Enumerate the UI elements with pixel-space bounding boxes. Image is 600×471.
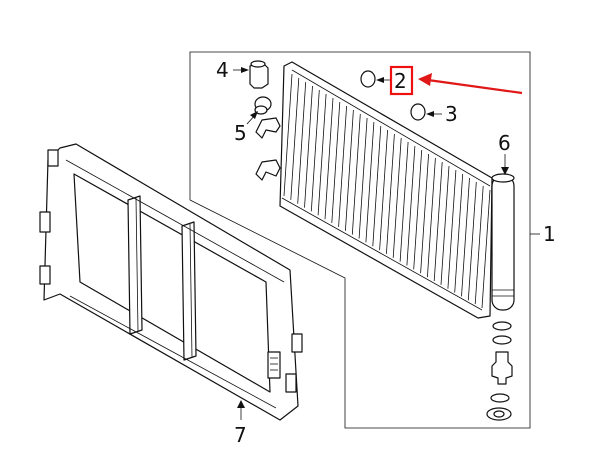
- condenser-fin: [324, 97, 334, 220]
- condenser-fin: [351, 113, 361, 235]
- condenser-fin: [399, 141, 409, 262]
- condenser-fin: [297, 81, 307, 204]
- condenser-fin: [310, 89, 320, 212]
- fitting-4: [249, 60, 269, 89]
- callout-3-arrow: [426, 111, 434, 117]
- callout-2-highlight-box: [389, 65, 414, 96]
- condenser-fin: [447, 169, 457, 289]
- condenser-fin: [406, 145, 416, 266]
- condenser-fin: [345, 109, 354, 231]
- radiator-support-frame: [39, 143, 303, 421]
- condenser-fin: [461, 177, 470, 297]
- condenser-fin: [427, 157, 436, 278]
- condenser-fin: [365, 121, 375, 243]
- condenser-fin: [283, 73, 293, 197]
- cap-5: [254, 96, 272, 115]
- condenser-fin: [467, 181, 477, 301]
- condenser-fin: [454, 173, 464, 293]
- seal-2: [360, 70, 376, 88]
- callout-1: 1: [543, 222, 556, 246]
- condenser-fin: [392, 137, 402, 258]
- condenser-fin: [304, 85, 313, 208]
- callout-7: 7: [234, 423, 247, 447]
- drier-cap-parts: [486, 321, 513, 421]
- condenser-fin: [358, 117, 368, 239]
- condenser-fin: [386, 133, 395, 254]
- condenser-fin: [338, 105, 347, 227]
- callout-4: 4: [216, 58, 229, 82]
- condenser-fin: [290, 77, 300, 200]
- receiver-drier: [491, 173, 515, 311]
- condenser-fin: [413, 149, 423, 270]
- callout-7-arrow: [237, 400, 245, 408]
- callout-6: 6: [498, 131, 511, 155]
- condenser-fin: [331, 101, 341, 224]
- condenser-fin: [433, 161, 443, 282]
- condenser-fin: [317, 93, 327, 216]
- highlight-pointer-arrow: [418, 73, 432, 86]
- condenser-fin: [474, 185, 484, 305]
- callout-3: 3: [445, 102, 458, 126]
- callout-2-arrow: [376, 77, 384, 83]
- condenser-fin: [481, 189, 491, 309]
- callout-5: 5: [234, 121, 247, 145]
- highlight-pointer-line: [427, 78, 523, 95]
- assembly-boundary: [189, 51, 531, 429]
- condenser-fin: [372, 125, 382, 247]
- condenser-fin: [420, 153, 429, 274]
- callout-4-arrow: [241, 67, 249, 73]
- callout-2: 2: [394, 69, 407, 93]
- condenser-fin: [440, 165, 450, 285]
- callout-6-arrow: [501, 167, 509, 175]
- condenser-fin: [379, 129, 388, 251]
- condenser: [255, 61, 493, 319]
- callout-5-arrow: [250, 111, 258, 119]
- seal-3: [410, 103, 426, 121]
